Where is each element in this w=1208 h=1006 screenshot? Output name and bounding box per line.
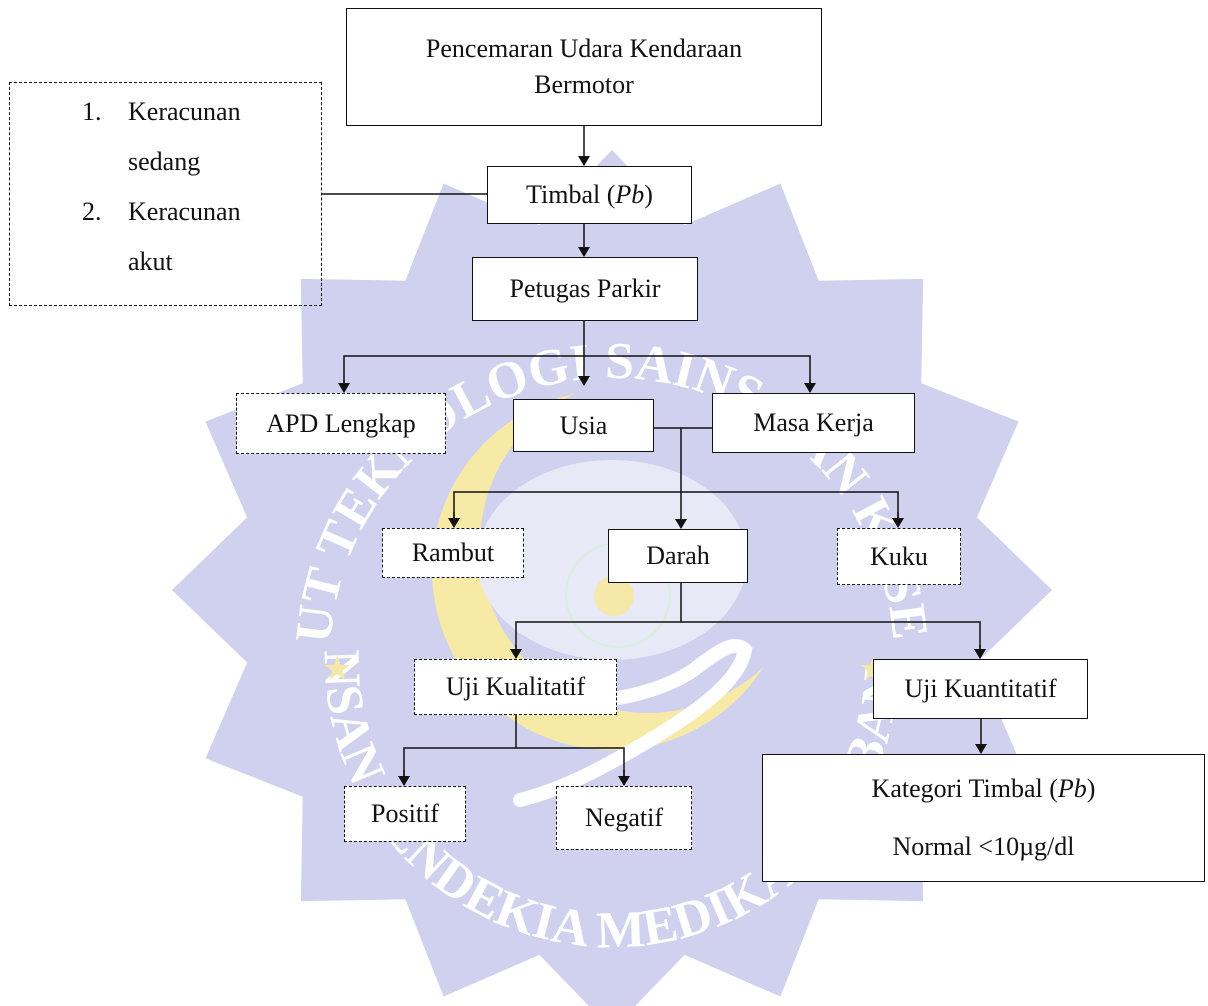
node-petugas-parkir: Petugas Parkir <box>472 257 698 321</box>
node-uji-kuantitatif: Uji Kuantitatif <box>873 659 1088 719</box>
note-item-text-cont: akut <box>128 247 173 276</box>
node-timbal-close: ) <box>644 180 653 209</box>
node-petugas-label: Petugas Parkir <box>509 274 661 303</box>
branch-line-uji <box>515 621 981 657</box>
branch-line-apd-masa <box>343 355 811 392</box>
node-uji-kuantitatif-label: Uji Kuantitatif <box>904 674 1057 703</box>
node-masa-kerja-label: Masa Kerja <box>753 408 874 437</box>
node-kuku: Kuku <box>837 528 961 585</box>
node-positif-label: Positif <box>371 799 439 828</box>
node-apd-label: APD Lengkap <box>266 408 416 438</box>
node-masa-kerja: Masa Kerja <box>712 393 915 453</box>
node-negatif-label: Negatif <box>585 803 663 832</box>
branch-line-positif-negatif <box>403 747 625 784</box>
note-item-number: 1. <box>82 97 102 126</box>
node-pencemaran-line1: Pencemaran Udara Kendaraan <box>425 34 743 63</box>
branch-line-rambut-kuku <box>453 491 899 526</box>
watermark-star-left: ★ <box>322 651 352 688</box>
note-item-text: Keracunan <box>128 197 241 226</box>
node-darah-label: Darah <box>646 541 710 570</box>
watermark-center-dot <box>594 576 634 616</box>
node-timbal-text: Timbal ( <box>526 180 616 209</box>
node-negatif: Negatif <box>556 786 692 850</box>
note-item-text: Keracunan <box>128 97 241 126</box>
node-kategori-timbal: Kategori Timbal (Pb) Normal <10µg/dl <box>762 754 1205 882</box>
node-kategori-symbol: Pb <box>1057 774 1087 803</box>
node-kategori-title: Kategori Timbal (Pb) <box>871 774 1096 803</box>
node-timbal: Timbal (Pb) <box>487 166 692 224</box>
node-timbal-symbol: Pb <box>615 180 645 209</box>
note-item-number: 2. <box>82 197 102 226</box>
node-pencemaran-udara: Pencemaran Udara Kendaraan Bermotor <box>346 8 822 126</box>
note-item-text-cont: sedang <box>128 147 201 176</box>
node-usia-label: Usia <box>559 410 608 440</box>
node-uji-kualitatif-label: Uji Kualitatif <box>445 672 586 701</box>
node-apd-lengkap: APD Lengkap <box>236 393 446 454</box>
node-pencemaran-line2: Bermotor <box>534 70 634 99</box>
node-kuku-label: Kuku <box>870 541 928 571</box>
node-positif: Positif <box>344 786 466 842</box>
node-darah: Darah <box>608 529 748 583</box>
node-rambut: Rambut <box>382 528 524 578</box>
node-uji-kualitatif: Uji Kualitatif <box>414 659 617 715</box>
watermark-hand-shape <box>513 639 753 807</box>
node-usia: Usia <box>513 399 654 452</box>
node-rambut-label: Rambut <box>411 538 495 567</box>
note-box: 1. Keracunan sedang 2. Keracunan akut <box>9 82 322 306</box>
node-kategori-normal: Normal <10µg/dl <box>892 832 1075 861</box>
